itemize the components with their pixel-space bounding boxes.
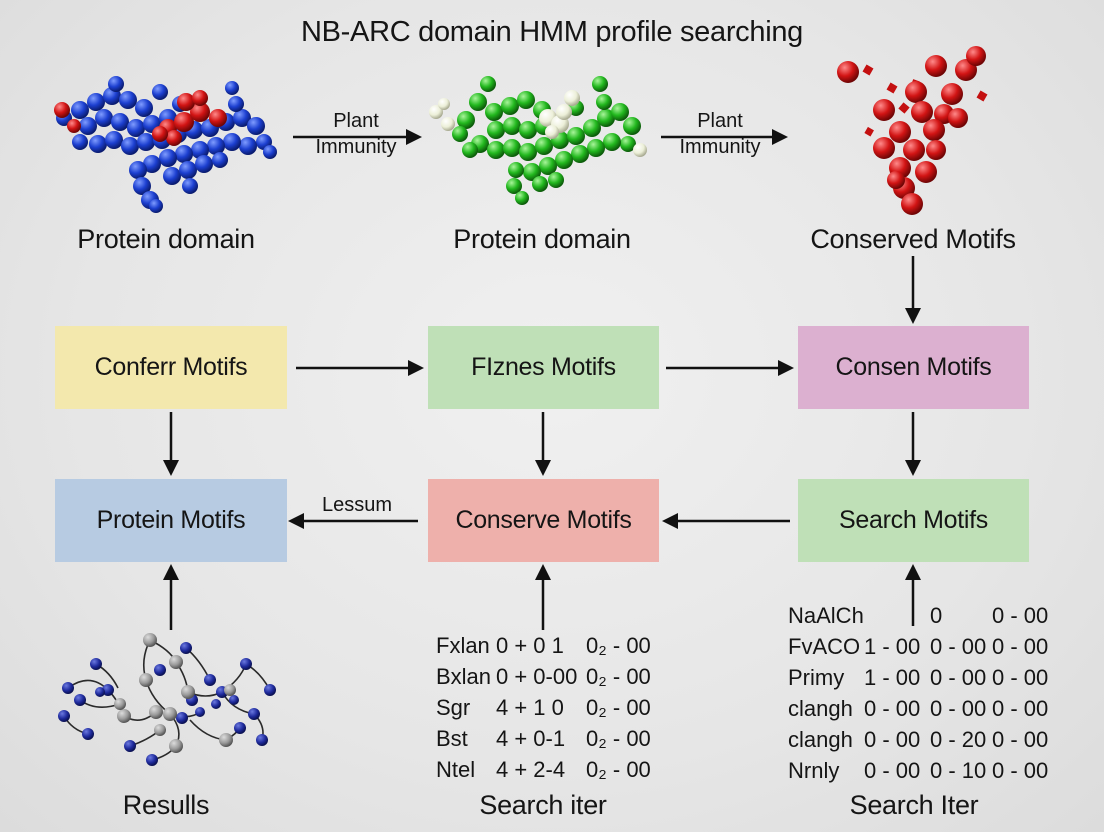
table-row: clangh 0 - 00 0 - 00 0 - 00 [788, 693, 1088, 724]
arrow-label-line2: Immunity [315, 136, 397, 158]
table-cell: 0₂ - 00 [586, 757, 651, 782]
table-cell: 0₂ - 00 [586, 664, 651, 689]
table-cell: FvACO [788, 634, 861, 659]
table-cell: Bst [436, 726, 468, 751]
table-cell: 0₂ - 00 [586, 726, 651, 751]
table-cell: clangh [788, 727, 853, 752]
arrow-label-lessum: Lessum [321, 494, 393, 516]
table-cell: 0 - 00 [992, 758, 1049, 783]
table-cell: 4 + 1 0 [496, 695, 564, 720]
table-cell: NaAlCh [788, 603, 864, 628]
table-cell: 0₂ - 00 [586, 695, 651, 720]
protein-domain-molecule-2 [429, 76, 647, 205]
box-protein-motifs: Protein Motifs [55, 479, 287, 562]
table-row: FvACO 1 - 00 0 - 00 0 - 00 [788, 631, 1088, 662]
arrow-label-plant-immunity-2: Plant Immunity [664, 108, 776, 160]
table-row: NaAlCh 0 0 - 00 [788, 600, 1088, 631]
table-cell: 0 - 00 [864, 727, 921, 752]
arrow-label-line1: Plant [333, 110, 379, 132]
table-cell: Fxlan [436, 633, 490, 658]
table-cell: 0 + 0-00 [496, 664, 578, 689]
box-conserve-motifs: Conserve Motifs [428, 479, 659, 562]
table-cell: 0₂ - 00 [586, 633, 651, 658]
table-cell: Sgr [436, 695, 471, 720]
box-conferr-motifs: Conferr Motifs [55, 326, 287, 409]
caption-protein-domain-2: Protein domain [453, 224, 631, 254]
search-iter-table-right: NaAlCh 0 0 - 00 FvACO 1 - 00 0 - 00 0 - … [788, 600, 1088, 786]
table-cell: 0 - 00 [992, 696, 1049, 721]
box-search-motifs: Search Motifs [798, 479, 1029, 562]
table-cell: 0 + 0 1 [496, 633, 564, 658]
arrow-label-plant-immunity-1: Plant Immunity [300, 108, 412, 160]
arrow-label-line1: Plant [697, 110, 743, 132]
table-cell: Nrnly [788, 758, 840, 783]
table-cell: 0 - 00 [930, 696, 987, 721]
table-cell: 1 - 00 [864, 634, 921, 659]
table-cell: 0 - 00 [864, 696, 921, 721]
table-cell: Primy [788, 665, 845, 690]
caption-conserved-motifs: Conserved Motifs [810, 224, 1016, 254]
table-cell: 0 - 20 [930, 727, 987, 752]
table-cell: Bxlan [436, 664, 492, 689]
table-cell: 4 + 0-1 [496, 726, 566, 751]
results-network [58, 633, 276, 766]
arrow-label-line2: Immunity [679, 136, 761, 158]
search-iter-table-middle: Fxlan 0 + 0 1 0₂ - 00 Bxlan 0 + 0-00 0₂ … [436, 630, 676, 785]
table-cell: 0 - 00 [992, 634, 1049, 659]
table-row: clangh 0 - 00 0 - 20 0 - 00 [788, 724, 1088, 755]
box-fiznes-motifs: FIznes Motifs [428, 326, 659, 409]
conserved-motifs-molecule [837, 46, 988, 215]
diagram-title: NB-ARC domain HMM profile searching [301, 16, 803, 48]
table-cell: 0 [930, 603, 943, 628]
table-cell: 0 - 00 [864, 758, 921, 783]
caption-results: Resulls [122, 790, 210, 820]
table-row: Bst 4 + 0-1 0₂ - 00 [436, 723, 676, 754]
flow-arrows [163, 129, 921, 630]
table-cell: 1 - 00 [864, 665, 921, 690]
caption-search-iter-right: Search Iter [849, 790, 979, 820]
table-row: Primy 1 - 00 0 - 00 0 - 00 [788, 662, 1088, 693]
table-cell: 0 - 00 [992, 665, 1049, 690]
caption-search-iter-middle: Search iter [479, 790, 607, 820]
table-cell: 0 - 00 [992, 727, 1049, 752]
table-cell: 4 + 2-4 [496, 757, 566, 782]
box-consen-motifs: Consen Motifs [798, 326, 1029, 409]
table-row: Sgr 4 + 1 0 0₂ - 00 [436, 692, 676, 723]
table-cell: 0 - 00 [930, 665, 987, 690]
table-cell: 0 - 00 [992, 603, 1049, 628]
table-cell: 0 - 10 [930, 758, 987, 783]
table-row: Fxlan 0 + 0 1 0₂ - 00 [436, 630, 676, 661]
table-cell: clangh [788, 696, 853, 721]
caption-protein-domain-1: Protein domain [77, 224, 255, 254]
table-row: Nrnly 0 - 00 0 - 10 0 - 00 [788, 755, 1088, 786]
table-row: Bxlan 0 + 0-00 0₂ - 00 [436, 661, 676, 692]
protein-domain-molecule-1 [54, 76, 277, 213]
table-cell: 0 - 00 [930, 634, 987, 659]
table-row: Ntel 4 + 2-4 0₂ - 00 [436, 754, 676, 785]
table-cell: Ntel [436, 757, 476, 782]
